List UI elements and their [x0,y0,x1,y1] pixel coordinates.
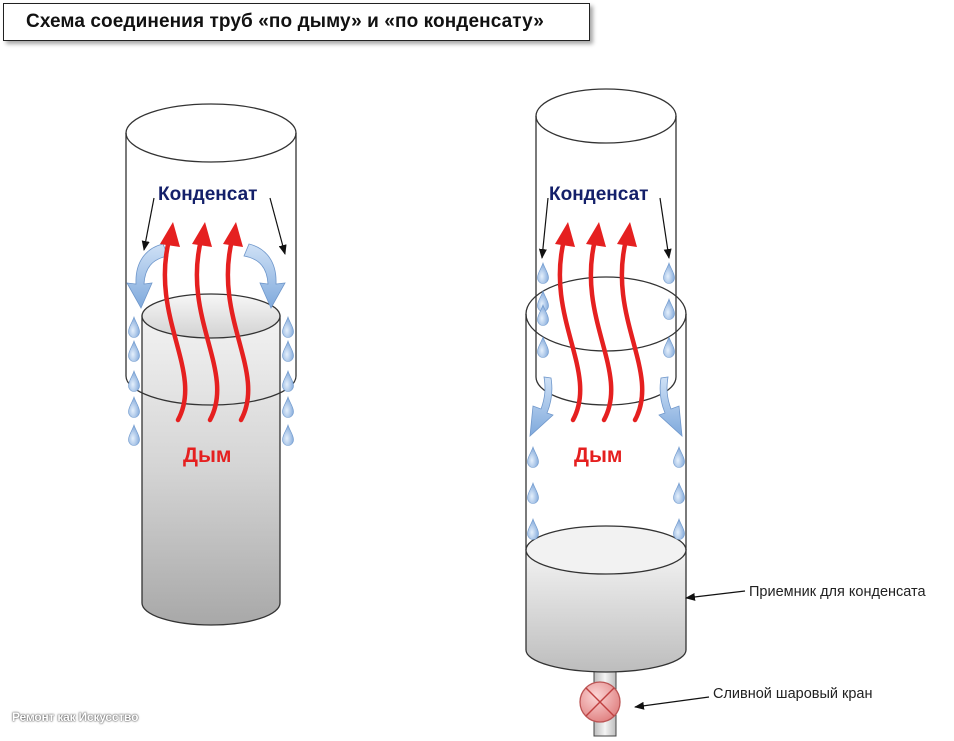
left-smoke-label: Дым [183,444,231,467]
right-scheme-right-flow-arrow [658,376,683,437]
left-scheme: Конденсат Дым [125,103,297,626]
right-smoke-arrows [557,237,645,423]
right-condensate-flow-arrow [243,243,286,309]
receiver-pointer [685,590,746,601]
left-inner-pipe [141,293,281,626]
ball-valve-icon [579,681,621,723]
valve-label: Сливной шаровый кран [713,686,873,702]
right-condensate-pointer-1 [538,197,549,259]
right-smoke-arrowheads [555,222,637,247]
right-condensate-label: Конденсат [549,184,648,205]
receiver-label: Приемник для конденсата [749,584,926,600]
right-upper-tube [535,88,677,406]
left-condensate-flow-arrow [126,243,169,309]
valve-pointer [634,696,710,710]
left-condensate-label: Конденсат [158,184,257,205]
left-condensate-label-bg [153,179,271,207]
right-condensate-label-bg [544,179,662,207]
right-scheme: Конденсат Дым Приемник для конденсата Сл… [525,88,926,737]
title-box: Схема соединения труб «по дыму» и «по ко… [3,3,590,41]
left-condensate-pointer-1 [141,197,155,251]
left-smoke-arrowheads [160,222,243,247]
left-smoke-arrows [162,237,251,423]
right-scheme-left-flow-arrow [529,376,554,437]
right-condensate-pointer-2 [659,197,672,259]
watermark: Ремонт как Искусство [12,710,139,724]
left-condensate-pointer-2 [269,197,287,255]
right-smoke-label: Дым [574,444,622,467]
diagram-title: Схема соединения труб «по дыму» и «по ко… [26,11,544,32]
